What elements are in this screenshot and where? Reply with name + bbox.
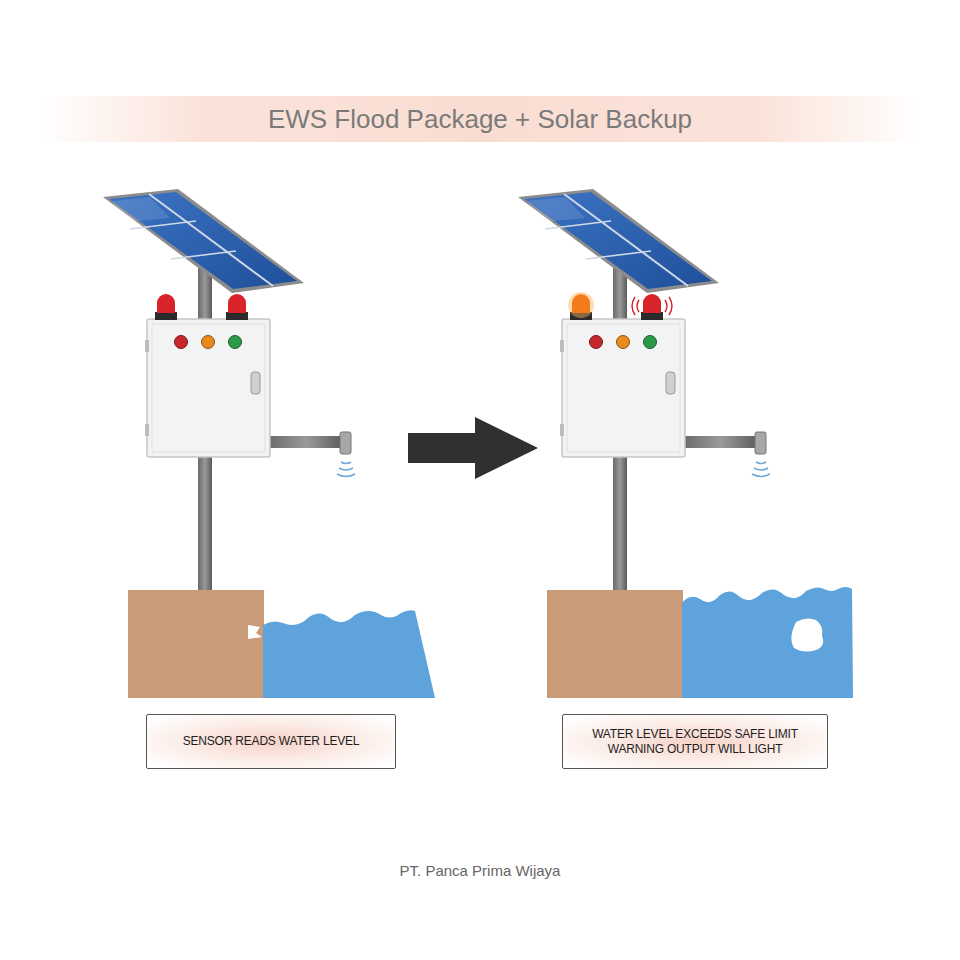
water-splash [791, 618, 823, 651]
step-caption: SENSOR READS WATER LEVEL [183, 734, 360, 749]
caption-box: WATER LEVEL EXCEEDS SAFE LIMIT WARNING O… [562, 714, 828, 769]
progress-arrow [408, 417, 538, 479]
riverbank [547, 590, 683, 698]
beacon-light [228, 294, 246, 313]
alarm-sound-waves [632, 297, 672, 315]
ews-unit-left [103, 189, 355, 593]
beacon-glow [568, 292, 594, 318]
step-caption: WATER LEVEL EXCEEDS SAFE LIMIT WARNING O… [571, 727, 819, 757]
beacon-light [643, 294, 661, 313]
company-name: PT. Panca Prima Wijaya [0, 862, 960, 879]
caption-box: SENSOR READS WATER LEVEL [146, 714, 396, 769]
beacon-light [572, 294, 590, 313]
page-title: EWS Flood Package + Solar Backup [0, 100, 960, 138]
water-normal [263, 610, 435, 698]
beacon-light [157, 294, 175, 313]
riverbank [128, 590, 264, 698]
water-splash [248, 625, 262, 639]
ews-unit-right [518, 189, 770, 593]
water-flood [682, 587, 853, 698]
